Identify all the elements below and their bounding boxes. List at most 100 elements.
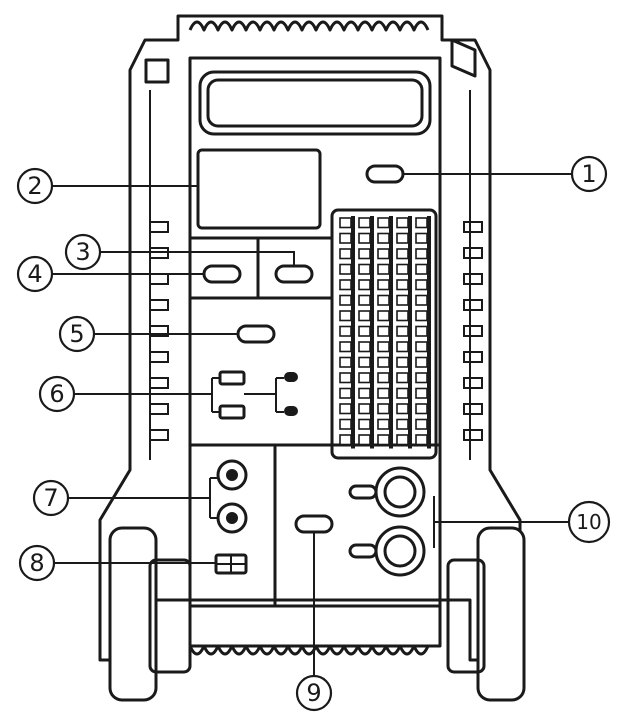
grille-bar (389, 417, 393, 433)
grille-bar (370, 309, 374, 325)
grille-cell (396, 356, 409, 368)
grille-cell (396, 325, 409, 337)
grille-bar (427, 262, 431, 278)
grille-bar (408, 417, 412, 433)
grille-cell (358, 310, 371, 322)
callout-1: 1 (570, 155, 608, 193)
grille-cell (377, 263, 390, 275)
grille-bar (427, 340, 431, 356)
callout-3-label: 3 (75, 238, 90, 266)
grille-cell (358, 403, 371, 415)
car-outlets (348, 466, 426, 577)
grille-bar (427, 231, 431, 247)
grille-cell (358, 294, 371, 306)
grille-cell (396, 248, 409, 260)
grille-cell (358, 248, 371, 260)
grille-cell (415, 403, 428, 415)
grille-bar (389, 402, 393, 418)
grille-cell (358, 263, 371, 275)
grille-cell (415, 310, 428, 322)
grille-bar (408, 309, 412, 325)
grille-cell (396, 387, 409, 399)
grille-cell (339, 341, 352, 353)
grille-cell (396, 232, 409, 244)
grille-bar (351, 216, 355, 232)
grille-bar (427, 278, 431, 294)
grille-bar (351, 355, 355, 371)
grille-cell (377, 434, 390, 446)
grille-cell (339, 434, 352, 446)
grille-cell (377, 403, 390, 415)
grille-cell (415, 232, 428, 244)
leader-lines (52, 173, 572, 676)
dc-power-button (294, 514, 334, 534)
grille-bar (351, 247, 355, 263)
grille-cell (396, 418, 409, 430)
grille-cell (339, 232, 352, 244)
grille-bar (351, 278, 355, 294)
grille-cell (415, 279, 428, 291)
grille-bar (389, 371, 393, 387)
anderson-port (214, 553, 248, 575)
grille-bar (408, 433, 412, 449)
grille-cell (358, 387, 371, 399)
grille-bar (408, 355, 412, 371)
callout-8: 8 (18, 544, 56, 582)
display-screen (196, 148, 322, 230)
grille-bar (370, 386, 374, 402)
grille-bar (351, 371, 355, 387)
callout-5-label: 5 (69, 320, 84, 348)
grille-bar (370, 293, 374, 309)
grille-cell (339, 403, 352, 415)
grille-cell (339, 356, 352, 368)
grille-bar (389, 355, 393, 371)
usb-power-button (236, 324, 276, 344)
grille-cell (377, 418, 390, 430)
grille-cell (358, 341, 371, 353)
grille-cell (396, 434, 409, 446)
grille-bar (427, 216, 431, 232)
grille-bar (351, 433, 355, 449)
callout-5: 5 (58, 315, 96, 353)
grille-cell (415, 418, 428, 430)
grille-bar (370, 340, 374, 356)
grille-bar (389, 433, 393, 449)
grille-bar (389, 216, 393, 232)
grille-cell (377, 356, 390, 368)
grille-bar (351, 417, 355, 433)
grille-bar (408, 262, 412, 278)
callout-6: 6 (38, 375, 76, 413)
grille-cell (377, 325, 390, 337)
grille-bar (408, 371, 412, 387)
grille-cell (415, 434, 428, 446)
grille-cell (339, 418, 352, 430)
grille-cell (396, 341, 409, 353)
grille-cell (358, 434, 371, 446)
grille-bar (370, 231, 374, 247)
grille-cell (396, 403, 409, 415)
grille-bar (408, 247, 412, 263)
grille-bar (427, 355, 431, 371)
grille-bar (370, 355, 374, 371)
grille-bar (370, 247, 374, 263)
main-power-button (365, 164, 405, 184)
grille-cell (339, 248, 352, 260)
callout-7: 7 (32, 479, 70, 517)
callout-9: 9 (295, 674, 333, 712)
grille-bar (351, 262, 355, 278)
grille-bar (408, 340, 412, 356)
grille-cell (415, 263, 428, 275)
grille-bar (370, 262, 374, 278)
grille-cell (377, 217, 390, 229)
dc-round-ports (216, 459, 248, 534)
grille-bar (389, 386, 393, 402)
grille-bar (408, 278, 412, 294)
grille-bar (351, 293, 355, 309)
grille-bar (427, 247, 431, 263)
callout-3: 3 (64, 233, 102, 271)
grille-cell (415, 294, 428, 306)
grille-cell (358, 232, 371, 244)
grille-cell (377, 248, 390, 260)
grille-bar (389, 293, 393, 309)
